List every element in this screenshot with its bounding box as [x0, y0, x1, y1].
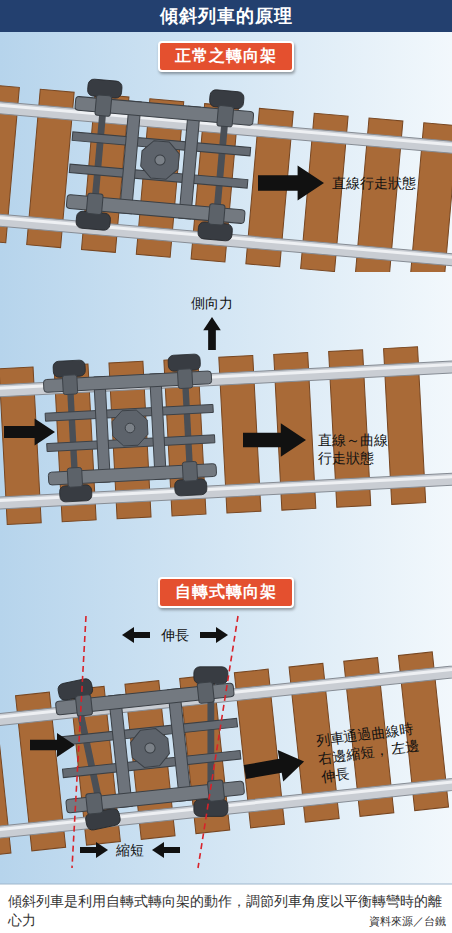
direction-arrow: [258, 165, 324, 200]
shorten-arrow: [152, 842, 180, 858]
normal-bogie-curve: [0, 345, 452, 535]
section-label: 正常之轉向架: [158, 41, 294, 72]
section-label-text: 正常之轉向架: [175, 46, 277, 67]
annotation: 側向力: [191, 294, 233, 312]
normal-bogie-straight: [0, 76, 452, 272]
dashed-guide: [72, 616, 238, 868]
bogie: [65, 78, 256, 243]
force-arrow: [4, 418, 55, 445]
track: [0, 648, 452, 872]
force-arrow: [30, 733, 75, 757]
annotation: 直線～曲線 行走狀態: [318, 431, 394, 467]
extend-arrow: [122, 627, 150, 643]
shorten-arrow: [80, 842, 108, 858]
lateral-force-arrow: [203, 317, 221, 350]
caption: 傾斜列車是利用自轉式轉向架的動作，調節列車角度以平衡轉彎時的離心力: [8, 892, 446, 930]
section-label: 自轉式轉向架: [158, 577, 294, 608]
title: 傾斜列車的原理: [160, 5, 293, 28]
track: [0, 345, 452, 535]
title-banner: [0, 0, 452, 32]
self-steering-bogie: [0, 648, 452, 872]
annotation: 伸長: [161, 626, 189, 644]
panel-border: [0, 884, 452, 885]
direction-arrow: [242, 746, 307, 788]
bogie: [42, 353, 217, 502]
annotation: 縮短: [116, 841, 144, 859]
extend-arrow: [200, 627, 228, 643]
track: [0, 76, 452, 272]
annotation: 直線行走狀態: [332, 174, 416, 192]
source-note: 資料來源／台鐵: [369, 914, 446, 928]
section-label-text: 自轉式轉向架: [175, 582, 277, 603]
direction-arrow: [243, 423, 306, 457]
